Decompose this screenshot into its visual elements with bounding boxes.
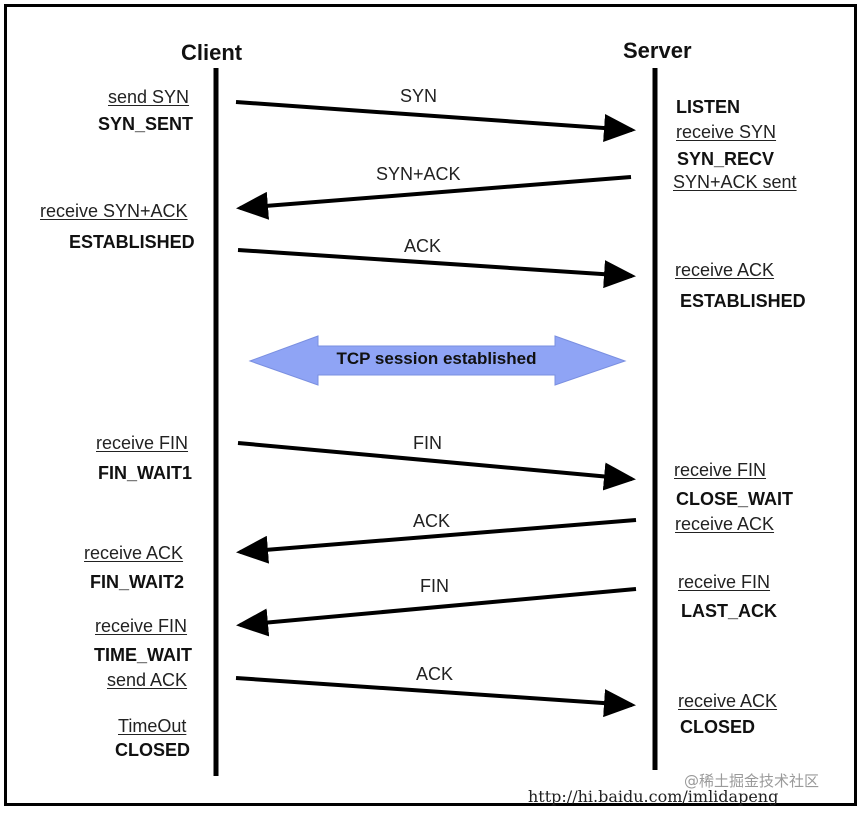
server-state-listen: LISTEN <box>676 97 741 117</box>
client-state-fin-wait1: FIN_WAIT1 <box>98 463 193 483</box>
server-title: Server <box>623 38 692 63</box>
msg-ack-1: ACK <box>404 236 442 256</box>
server-state-last-ack: LAST_ACK <box>681 601 778 621</box>
msg-fin-2: FIN <box>420 576 449 596</box>
watermark-site: @稀土掘金技术社区 <box>684 772 820 790</box>
server-receive-ack: receive ACK <box>675 260 775 280</box>
client-timeout: TimeOut <box>118 716 187 736</box>
server-receive-fin: receive FIN <box>674 460 767 480</box>
client-state-closed: CLOSED <box>115 740 191 760</box>
server-receive-ack-2: receive ACK <box>675 514 775 534</box>
session-label: TCP session established <box>336 349 537 368</box>
server-state-close-wait: CLOSE_WAIT <box>676 489 794 509</box>
client-send-syn: send SYN <box>108 87 190 107</box>
msg-syn: SYN <box>400 86 438 106</box>
client-receive-fin: receive FIN <box>96 433 189 453</box>
diagram-frame <box>4 4 857 806</box>
arrow-syn-ack <box>236 175 632 220</box>
arrow-ack-1 <box>237 248 636 289</box>
arrow-ack-2 <box>236 518 637 564</box>
server-receive-syn: receive SYN <box>676 122 777 142</box>
arrow-syn <box>235 100 636 142</box>
arrow-fin-1 <box>237 441 636 491</box>
client-send-ack: send ACK <box>107 670 188 690</box>
msg-ack-3: ACK <box>416 664 454 684</box>
arrow-fin-2 <box>236 587 637 637</box>
client-receive-syn-ack: receive SYN+ACK <box>40 201 188 221</box>
msg-fin-1: FIN <box>413 433 442 453</box>
server-state-closed: CLOSED <box>680 717 756 737</box>
server-receive-fin-2: receive FIN <box>678 572 771 592</box>
session-double-arrow <box>248 335 627 386</box>
client-receive-ack: receive ACK <box>84 543 184 563</box>
client-state-established: ESTABLISHED <box>69 232 195 252</box>
msg-syn-ack: SYN+ACK <box>376 164 461 184</box>
client-receive-fin-2: receive FIN <box>95 616 188 636</box>
server-state-established: ESTABLISHED <box>680 291 806 311</box>
client-state-syn-sent: SYN_SENT <box>98 114 194 134</box>
server-receive-ack-3: receive ACK <box>678 691 778 711</box>
client-title: Client <box>181 40 243 65</box>
server-syn-ack-sent: SYN+ACK sent <box>673 172 797 192</box>
server-state-syn-recv: SYN_RECV <box>677 149 775 169</box>
client-state-fin-wait2: FIN_WAIT2 <box>90 572 185 592</box>
msg-ack-2: ACK <box>413 511 451 531</box>
arrow-ack-3 <box>235 676 636 718</box>
client-state-time-wait: TIME_WAIT <box>94 645 192 665</box>
watermark-url: http://hi.baidu.com/imlidapeng <box>528 787 779 806</box>
